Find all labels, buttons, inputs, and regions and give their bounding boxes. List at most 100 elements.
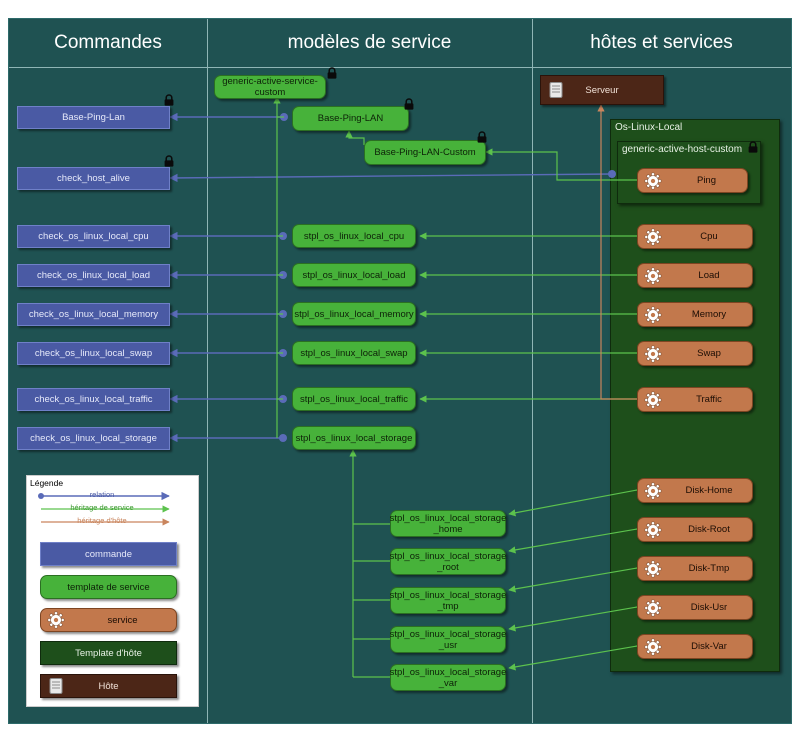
- gear-icon: [644, 267, 662, 285]
- legend-host-swatch: Hôte: [40, 674, 177, 698]
- service-disk-root[interactable]: Disk-Root: [637, 517, 753, 542]
- service-memory[interactable]: Memory: [637, 302, 753, 327]
- template-stpl-memory[interactable]: stpl_os_linux_local_memory: [292, 302, 416, 326]
- host-serveur[interactable]: Serveur: [540, 75, 664, 105]
- command-memory[interactable]: check_os_linux_local_memory: [17, 303, 170, 326]
- gear-icon: [644, 172, 662, 190]
- service-label: Disk-Usr: [690, 602, 728, 613]
- service-label: Swap: [697, 348, 721, 359]
- legend-host-template-swatch: Template d'hôte: [40, 641, 177, 665]
- lock-icon: [163, 94, 175, 106]
- command-swap[interactable]: check_os_linux_local_swap: [17, 342, 170, 365]
- column-divider: [207, 19, 208, 723]
- server-icon: [49, 678, 63, 694]
- column-header-commands: Commandes: [54, 32, 162, 53]
- gear-icon: [644, 228, 662, 246]
- server-icon: [549, 82, 563, 98]
- gear-icon: [644, 638, 662, 656]
- legend-command-swatch: commande: [40, 542, 177, 566]
- legend-relation-label: relation: [89, 490, 115, 499]
- template-label-line: stpl_os_linux_local_storage: [389, 628, 507, 640]
- service-inheritance-line: [508, 645, 638, 671]
- template-label-line: _home: [433, 523, 463, 535]
- service-inheritance-line: [345, 130, 365, 145]
- legend: Légende relation héritage de service hér…: [26, 475, 199, 707]
- service-label: Ping: [696, 175, 716, 186]
- command-load[interactable]: check_os_linux_local_load: [17, 264, 170, 287]
- template-label-line: stpl_os_linux_local_storage: [389, 666, 507, 678]
- service-cpu[interactable]: Cpu: [637, 224, 753, 249]
- service-label: Memory: [691, 309, 727, 320]
- template-label-line: stpl_os_linux_local_storage: [389, 512, 507, 524]
- gear-icon: [644, 306, 662, 324]
- legend-service-inheritance-label: héritage de service: [70, 503, 134, 512]
- service-traffic[interactable]: Traffic: [637, 387, 753, 412]
- legend-relation-dot: [38, 493, 44, 499]
- host-label: Serveur: [585, 84, 619, 96]
- command-base-ping-lan[interactable]: Base-Ping-Lan: [17, 106, 170, 129]
- service-inheritance-line: [508, 567, 638, 593]
- template-generic-active-service-custom[interactable]: generic-active-service- custom: [214, 75, 326, 99]
- service-disk-usr[interactable]: Disk-Usr: [637, 595, 753, 620]
- template-base-ping-lan-custom[interactable]: Base-Ping-LAN-Custom: [364, 140, 486, 165]
- command-cpu[interactable]: check_os_linux_local_cpu: [17, 225, 170, 248]
- service-label: Disk-Var: [691, 641, 727, 652]
- legend-line-samples: [38, 491, 170, 526]
- template-label-line: _var: [438, 677, 458, 689]
- command-traffic[interactable]: check_os_linux_local_traffic: [17, 388, 170, 411]
- command-storage[interactable]: check_os_linux_local_storage: [17, 427, 170, 450]
- service-inheritance-line: [508, 489, 638, 517]
- template-stpl-traffic[interactable]: stpl_os_linux_local_traffic: [292, 387, 416, 411]
- template-stpl-storage-tmp[interactable]: stpl_os_linux_local_storage _tmp: [390, 587, 506, 614]
- service-disk-home[interactable]: Disk-Home: [637, 478, 753, 503]
- host-template-label: generic-active-host-custom: [622, 144, 743, 155]
- service-inheritance-line: [485, 148, 637, 181]
- template-stpl-storage-var[interactable]: stpl_os_linux_local_storage _var: [390, 664, 506, 691]
- legend-title: Légende: [30, 478, 64, 488]
- service-label: Disk-Tmp: [688, 563, 730, 574]
- service-load[interactable]: Load: [637, 263, 753, 288]
- gear-icon: [644, 560, 662, 578]
- service-disk-var[interactable]: Disk-Var: [637, 634, 753, 659]
- gear-icon: [644, 391, 662, 409]
- template-stpl-swap[interactable]: stpl_os_linux_local_swap: [292, 341, 416, 365]
- column-header-hosts-services: hôtes et services: [590, 32, 733, 53]
- gear-icon: [644, 482, 662, 500]
- template-label-line: custom: [254, 87, 286, 98]
- service-label: Load: [698, 270, 720, 281]
- template-stpl-storage-home[interactable]: stpl_os_linux_local_storage _home: [390, 510, 506, 537]
- template-stpl-cpu[interactable]: stpl_os_linux_local_cpu: [292, 224, 416, 248]
- lock-icon: [326, 67, 338, 79]
- template-stpl-storage-root[interactable]: stpl_os_linux_local_storage _root: [390, 548, 506, 575]
- service-label: Disk-Home: [685, 485, 733, 496]
- legend-service-template-swatch: template de service: [40, 575, 177, 599]
- template-base-ping-lan[interactable]: Base-Ping-LAN: [292, 106, 409, 131]
- lock-icon: [476, 131, 488, 143]
- command-check-host-alive[interactable]: check_host_alive: [17, 167, 170, 190]
- service-label: Disk-Root: [688, 524, 730, 535]
- service-disk-tmp[interactable]: Disk-Tmp: [637, 556, 753, 581]
- legend-service-swatch: service: [40, 608, 177, 632]
- legend-host-label: Hôte: [98, 680, 119, 692]
- template-stpl-storage-usr[interactable]: stpl_os_linux_local_storage _usr: [390, 626, 506, 653]
- service-label: Cpu: [700, 231, 718, 242]
- template-label-line: generic-active-service-: [222, 76, 318, 87]
- relation-line: [169, 173, 613, 183]
- template-stpl-load[interactable]: stpl_os_linux_local_load: [292, 263, 416, 287]
- host-template-label: Os-Linux-Local: [615, 122, 683, 133]
- service-label: Traffic: [696, 394, 722, 405]
- template-label-line: stpl_os_linux_local_storage: [389, 550, 507, 562]
- column-header-service-templates: modèles de service: [287, 32, 452, 53]
- service-inheritance-line: [508, 606, 638, 632]
- service-ping[interactable]: Ping: [637, 168, 748, 193]
- connection-lines: [169, 96, 638, 678]
- legend-host-inheritance-label: héritage d'hôte: [77, 516, 127, 525]
- diagram-canvas: Commandes modèles de service hôtes et se…: [8, 18, 792, 724]
- gear-icon: [47, 611, 65, 629]
- template-stpl-storage[interactable]: stpl_os_linux_local_storage: [292, 426, 416, 450]
- service-swap[interactable]: Swap: [637, 341, 753, 366]
- column-divider: [532, 19, 533, 723]
- gear-icon: [644, 521, 662, 539]
- lock-icon: [403, 98, 415, 110]
- legend-service-label: service: [107, 614, 138, 626]
